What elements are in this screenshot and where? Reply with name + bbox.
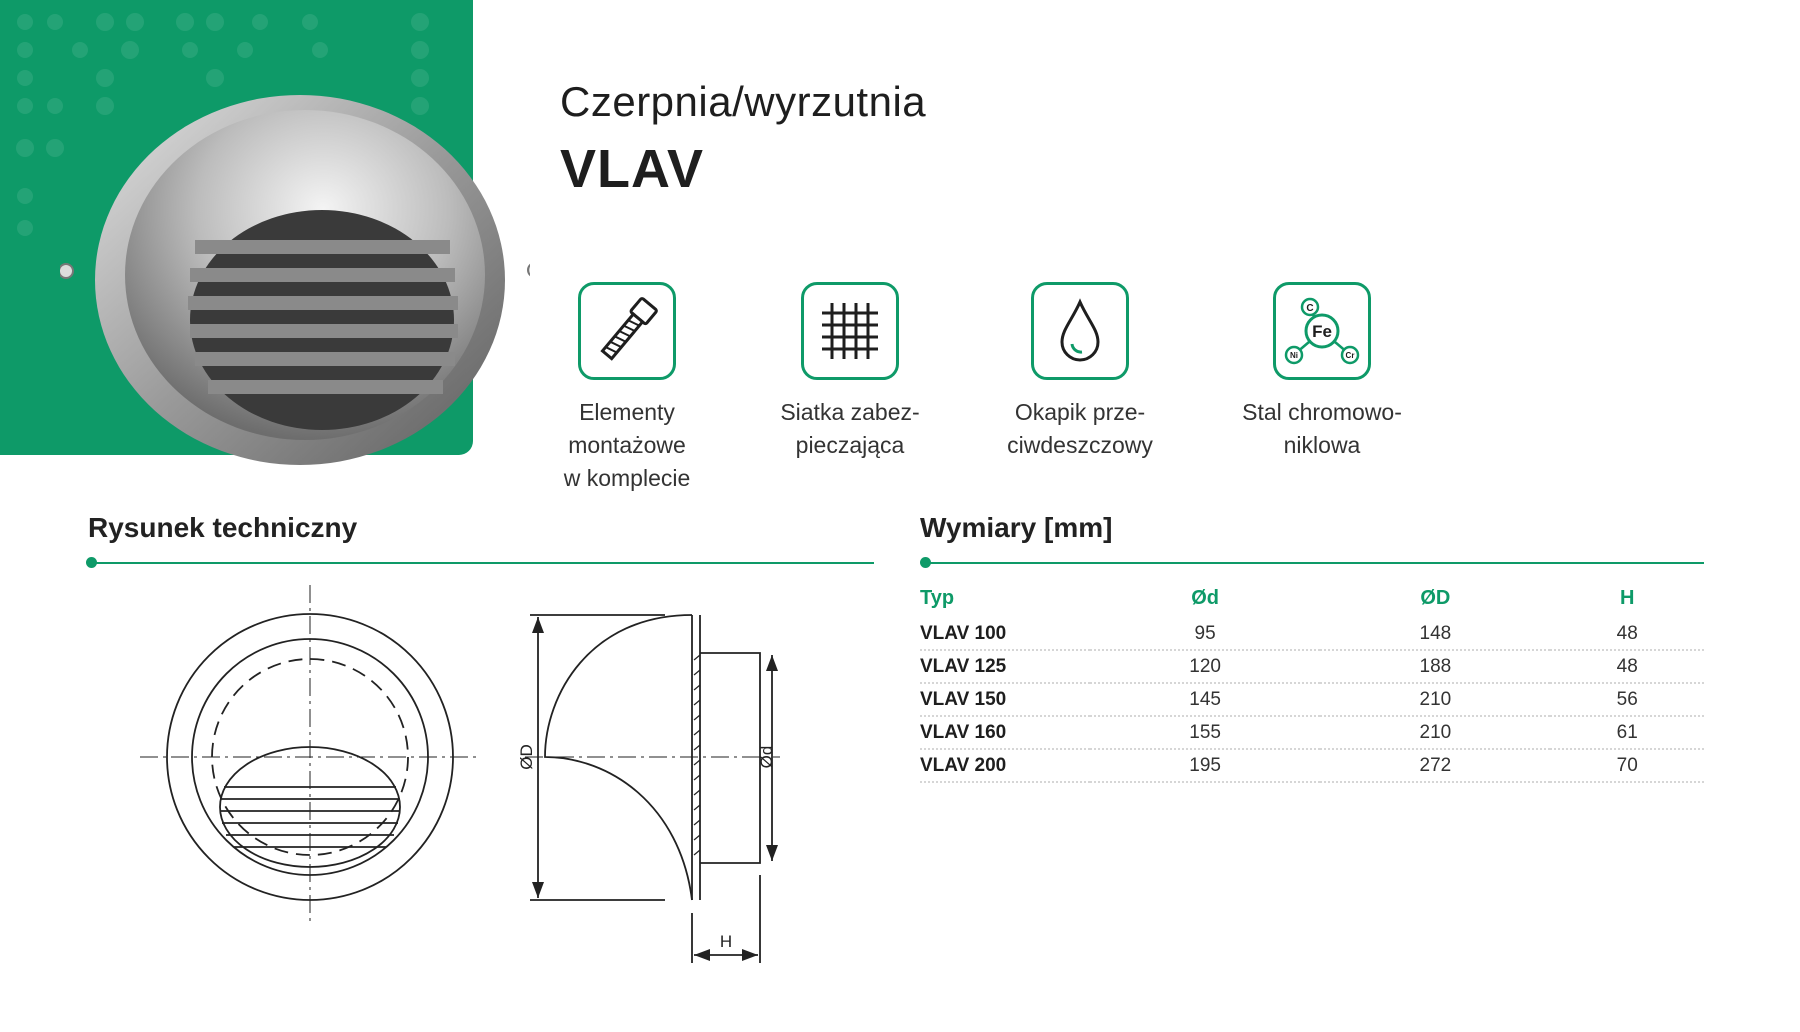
cell-type: VLAV 160: [920, 716, 1090, 750]
cell-inner-diameter: 95: [1090, 618, 1321, 651]
cell-height: 61: [1550, 716, 1704, 750]
product-category-title: Czerpnia/wyrzutnia: [560, 78, 927, 125]
column-header-outer-diameter: ØD: [1420, 586, 1451, 609]
inner-diameter-label: Ød: [757, 746, 776, 769]
cell-outer-diameter: 210: [1320, 716, 1551, 750]
table-row: VLAV 150 145 210 56: [920, 683, 1704, 717]
cell-outer-diameter: 272: [1320, 749, 1551, 783]
section-divider-line: [925, 562, 1704, 564]
section-divider-line: [91, 562, 874, 564]
dimensions-table: Typ Ød ØD H VLAV 100 95 148 48 VLAV 125 …: [920, 578, 1704, 783]
cell-outer-diameter: 188: [1320, 650, 1551, 684]
cell-inner-diameter: 195: [1090, 749, 1321, 783]
cell-outer-diameter: 210: [1320, 683, 1551, 717]
height-label: H: [720, 932, 732, 951]
cell-type: VLAV 150: [920, 683, 1090, 717]
dot-pattern: [16, 13, 429, 236]
column-header-height: H: [1620, 586, 1635, 609]
feature-mounting-elements: Elementy montażowe w komplecie: [527, 282, 727, 495]
feature-rain-drip: Okapik prze- ciwdeszczowy: [980, 282, 1180, 462]
product-photo: [60, 95, 530, 465]
c-symbol: C: [1306, 303, 1313, 314]
bolt-icon: [578, 282, 676, 380]
feature-label: Siatka zabez- pieczająca: [780, 399, 920, 458]
feature-protective-mesh: Siatka zabez- pieczająca: [750, 282, 950, 462]
water-drop-icon: [1031, 282, 1129, 380]
feature-label: Stal chromowo- niklowa: [1242, 399, 1402, 458]
ni-symbol: Ni: [1290, 351, 1298, 360]
dimensions-section-title: Wymiary [mm]: [920, 512, 1113, 543]
feature-label: Okapik prze- ciwdeszczowy: [1007, 399, 1153, 458]
feature-chrome-nickel-steel: Fe C Ni Cr Stal chromowo- niklowa: [1222, 282, 1422, 462]
table-row: VLAV 160 155 210 61: [920, 716, 1704, 750]
drawing-section-title: Rysunek techniczny: [88, 512, 358, 543]
cell-type: VLAV 200: [920, 749, 1090, 783]
column-header-type: Typ: [920, 586, 955, 609]
table-row: VLAV 200 195 272 70: [920, 749, 1704, 783]
cell-height: 48: [1550, 650, 1704, 684]
cr-symbol: Cr: [1346, 351, 1355, 360]
table-row: VLAV 125 120 188 48: [920, 650, 1704, 684]
chemical-elements-icon: Fe C Ni Cr: [1273, 282, 1371, 380]
cell-type: VLAV 125: [920, 650, 1090, 684]
cell-type: VLAV 100: [920, 618, 1090, 651]
feature-label: Elementy montażowe w komplecie: [563, 399, 691, 491]
cell-height: 56: [1550, 683, 1704, 717]
cell-height: 70: [1550, 749, 1704, 783]
product-name-title: VLAV: [560, 139, 705, 199]
table-header-row: Typ Ød ØD H: [920, 578, 1704, 618]
mesh-grid-icon: [801, 282, 899, 380]
technical-drawing: ØD Ød H: [140, 585, 780, 963]
cell-height: 48: [1550, 618, 1704, 651]
cell-inner-diameter: 145: [1090, 683, 1321, 717]
outer-diameter-label: ØD: [517, 744, 536, 770]
cell-inner-diameter: 120: [1090, 650, 1321, 684]
table-row: VLAV 100 95 148 48: [920, 618, 1704, 651]
fe-symbol: Fe: [1312, 322, 1332, 341]
cell-inner-diameter: 155: [1090, 716, 1321, 750]
column-header-inner-diameter: Ød: [1191, 586, 1219, 609]
cell-outer-diameter: 148: [1320, 618, 1551, 651]
